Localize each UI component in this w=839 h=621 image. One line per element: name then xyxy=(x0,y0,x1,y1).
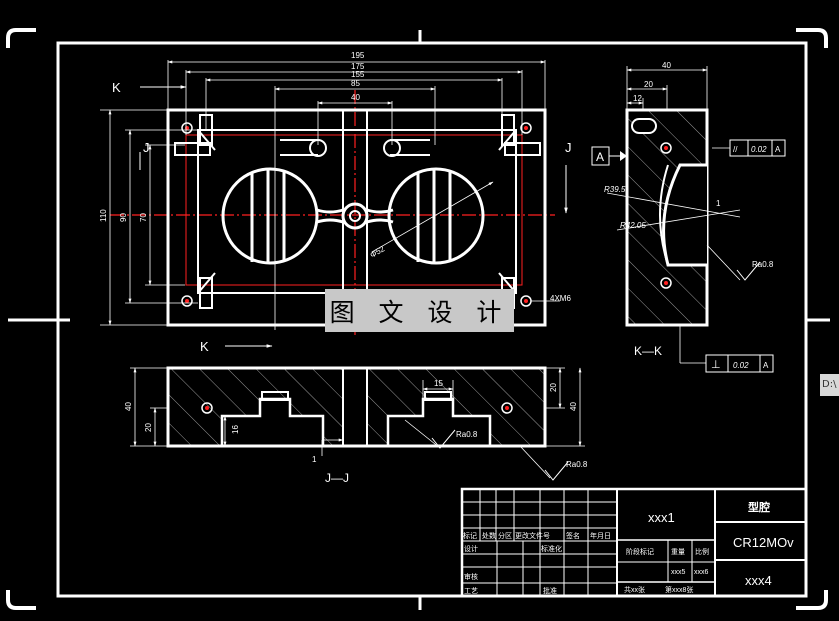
gtol-bottom-symbol: ⊥ xyxy=(711,359,721,371)
front-view: 15 20 40 40 20 16 1 Ra0.8 Ra0.8 J—J xyxy=(124,366,588,485)
roughness-outer: Ra0.8 xyxy=(566,460,588,469)
roughness-side: Ra0.8 xyxy=(752,260,774,269)
dim-85: 85 xyxy=(351,79,360,88)
dim-90: 90 xyxy=(119,213,128,222)
sheet-border xyxy=(6,28,830,610)
dim-holes: 4XM6 xyxy=(550,294,571,303)
dim-40: 40 xyxy=(351,93,360,102)
tb-standardize: 标准化 xyxy=(541,544,562,553)
dim-side-12: 12 xyxy=(633,94,642,103)
dim-front-16: 16 xyxy=(231,425,240,434)
dim-front-20r: 20 xyxy=(549,383,558,392)
dim-front-15: 15 xyxy=(434,379,443,388)
dim-155: 155 xyxy=(351,70,365,79)
tb-header-count: 处数 xyxy=(482,531,496,540)
watermark-banner: 图 文 设 计 xyxy=(325,289,514,332)
tb-header-sign: 签名 xyxy=(566,531,580,540)
tb-weight: 重量 xyxy=(671,548,685,556)
tb-weight-value: xxx5 xyxy=(671,569,686,576)
dim-side-1: 1 xyxy=(716,199,721,208)
caption-jj: J—J xyxy=(325,471,349,485)
roughness-inner: Ra0.8 xyxy=(456,430,478,439)
dim-110: 110 xyxy=(99,209,108,222)
side-view: 40 20 12 R39.5 R42.05 1 A // 0.02 A ⊥ 0.… xyxy=(591,61,786,373)
dim-front-40r: 40 xyxy=(569,402,578,411)
datum-a: A xyxy=(596,150,604,164)
section-j-left: J xyxy=(143,140,150,155)
tb-stage-mark: 阶段标记 xyxy=(626,547,654,556)
dim-r39: R39.5 xyxy=(604,185,626,194)
gtol-bottom-datum: A xyxy=(763,361,769,370)
caption-kk: K—K xyxy=(634,344,662,358)
dim-r42: R42.05 xyxy=(620,221,646,230)
section-k-bottom: K xyxy=(200,339,209,354)
section-j-right: J xyxy=(565,140,572,155)
tb-header-mark: 标记 xyxy=(463,531,477,540)
tb-part-name: 型腔 xyxy=(748,500,770,514)
gtol-bottom-value: 0.02 xyxy=(733,361,749,370)
tb-sheet-of: 第xxx8张 xyxy=(665,585,693,594)
tb-check: 审核 xyxy=(464,572,478,581)
dim-front-1: 1 xyxy=(312,455,317,464)
dim-175: 175 xyxy=(351,62,365,71)
tb-header-zone: 分区 xyxy=(498,531,512,540)
edge-tab[interactable]: D:\ xyxy=(820,374,839,396)
section-k-top: K xyxy=(112,80,121,95)
dim-front-40l: 40 xyxy=(124,402,133,411)
dim-side-40: 40 xyxy=(662,61,671,70)
tb-sheets: 共xx张 xyxy=(624,585,645,594)
tb-approve: 批准 xyxy=(543,586,557,595)
dim-70: 70 xyxy=(139,213,148,222)
tb-scale: 比例 xyxy=(695,547,709,556)
dim-front-20l: 20 xyxy=(144,423,153,432)
tb-material: CR12MOv xyxy=(733,535,794,550)
dim-dia52: Φ52 xyxy=(369,244,387,260)
tb-design: 设计 xyxy=(464,544,478,553)
tb-drawing-no: xxx1 xyxy=(648,510,675,525)
dim-195: 195 xyxy=(351,51,365,60)
dim-side-20: 20 xyxy=(644,80,653,89)
tb-header-date: 年月日 xyxy=(590,531,611,540)
title-block: 标记 处数 分区 更改文件号 签名 年月日 设计 标准化 审核 工艺 批准 阶段… xyxy=(460,487,808,598)
tb-code: xxx4 xyxy=(745,573,772,588)
gtol-top-symbol: // xyxy=(733,145,738,154)
gtol-top-value: 0.02 xyxy=(751,145,767,154)
tb-scale-value: xxx6 xyxy=(694,569,709,576)
tb-header-change-doc: 更改文件号 xyxy=(515,531,550,540)
tb-process: 工艺 xyxy=(464,587,478,595)
gtol-top-datum: A xyxy=(775,145,781,154)
